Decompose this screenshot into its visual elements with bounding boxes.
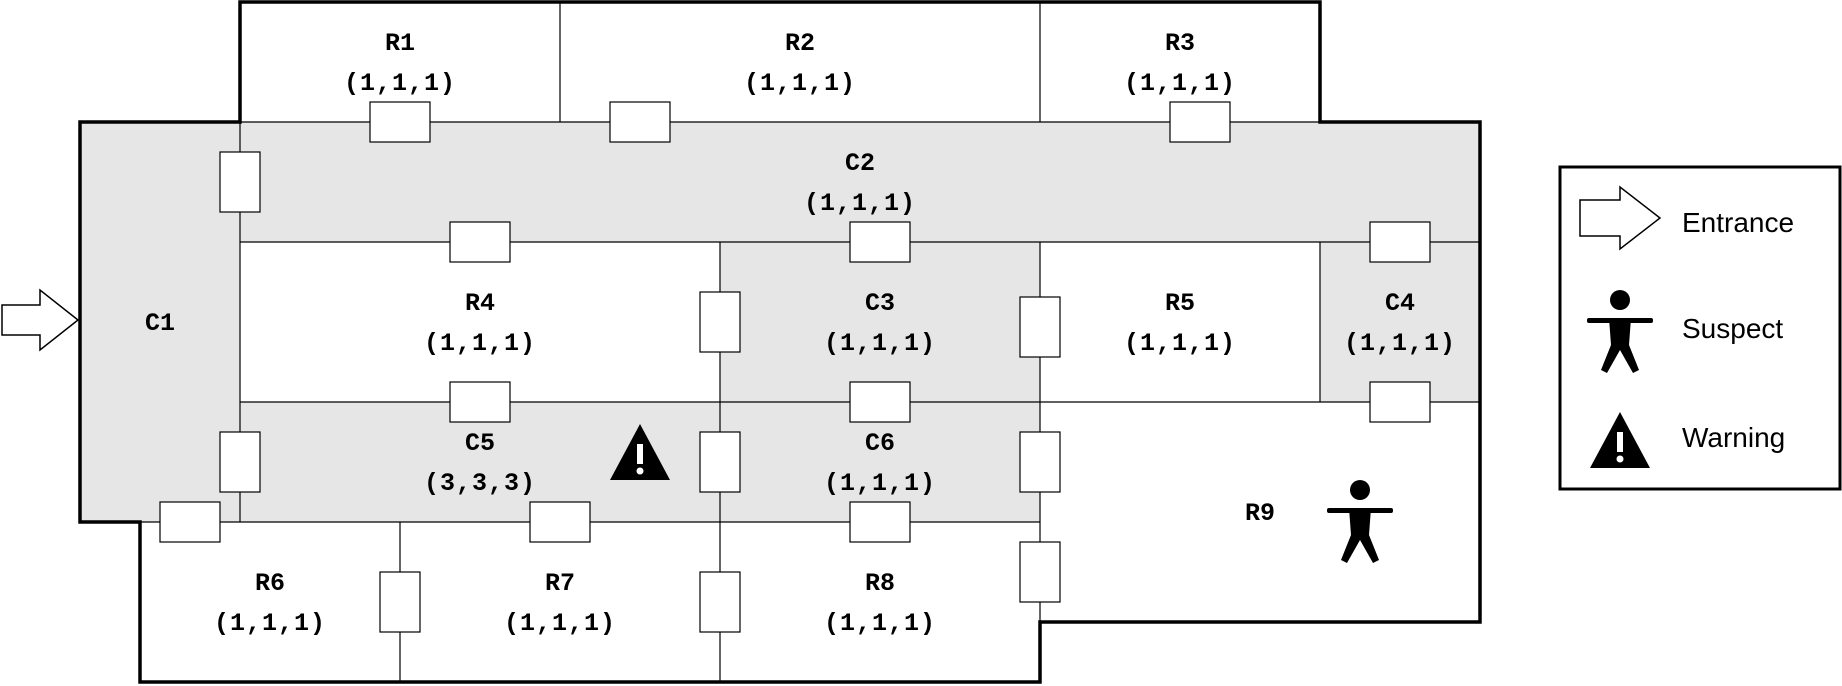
corridor-areas [80,122,1480,522]
outer-wall [78,0,1482,684]
entrance-arrow-icon [1,288,80,352]
door [699,291,741,353]
door [1369,381,1431,423]
door [849,221,911,263]
room-label-r4: R4 [465,289,495,318]
room-label-r8: R8 [865,569,895,598]
room-label-c4: C4 [1385,289,1415,318]
room-values-c5: (3,3,3) [424,469,536,498]
door [609,101,671,143]
room-label-r3: R3 [1165,29,1195,58]
door [1019,541,1061,603]
room-label-r5: R5 [1165,289,1195,318]
room-values-r3: (1,1,1) [1124,69,1236,98]
room-values-r7: (1,1,1) [504,609,616,638]
room-label-r6: R6 [255,569,285,598]
room-label-r9: R9 [1245,499,1275,528]
door [529,501,591,543]
room-label-c5: C5 [465,429,495,458]
door [159,501,221,543]
room-values-r1: (1,1,1) [344,69,456,98]
entrance-icon [1579,185,1662,251]
door [849,381,911,423]
legend-entrance-label: Entrance [1682,207,1794,238]
door [1019,296,1061,358]
suspect-legend-icon [1587,290,1653,373]
door [379,571,421,633]
room-labels: R1 (1,1,1) R2 (1,1,1) R3 (1,1,1) C2 (1,1… [145,29,1456,638]
doors [159,101,1431,633]
room-label-r2: R2 [785,29,815,58]
door [1169,101,1231,143]
room-label-c1: C1 [145,309,175,338]
door [449,381,511,423]
legend: Entrance Suspect Warning [1558,165,1842,491]
door [699,571,741,633]
warning-legend-icon [1590,412,1650,468]
room-values-r6: (1,1,1) [214,609,326,638]
room-values-c2: (1,1,1) [804,189,916,218]
door [219,151,261,213]
legend-warning-label: Warning [1682,422,1785,453]
room-values-r2: (1,1,1) [744,69,856,98]
room-label-c6: C6 [865,429,895,458]
room-label-r1: R1 [385,29,415,58]
room-label-c3: C3 [865,289,895,318]
warning-icon [610,424,670,480]
room-values-c3: (1,1,1) [824,329,936,358]
room-values-r5: (1,1,1) [1124,329,1236,358]
room-values-c4: (1,1,1) [1344,329,1456,358]
room-values-r4: (1,1,1) [424,329,536,358]
legend-suspect-label: Suspect [1682,313,1783,344]
door [1019,431,1061,493]
corridor-c3-area [720,242,1040,402]
door [1369,221,1431,263]
room-values-r8: (1,1,1) [824,609,936,638]
door [699,431,741,493]
room-label-c2: C2 [845,149,875,178]
door [219,431,261,493]
room-label-r7: R7 [545,569,575,598]
corridor-c1-area [80,122,240,522]
door [369,101,431,143]
door [449,221,511,263]
door [849,501,911,543]
corridor-c4-area [1320,242,1480,402]
suspect-icon [1327,480,1393,563]
room-values-c6: (1,1,1) [824,469,936,498]
